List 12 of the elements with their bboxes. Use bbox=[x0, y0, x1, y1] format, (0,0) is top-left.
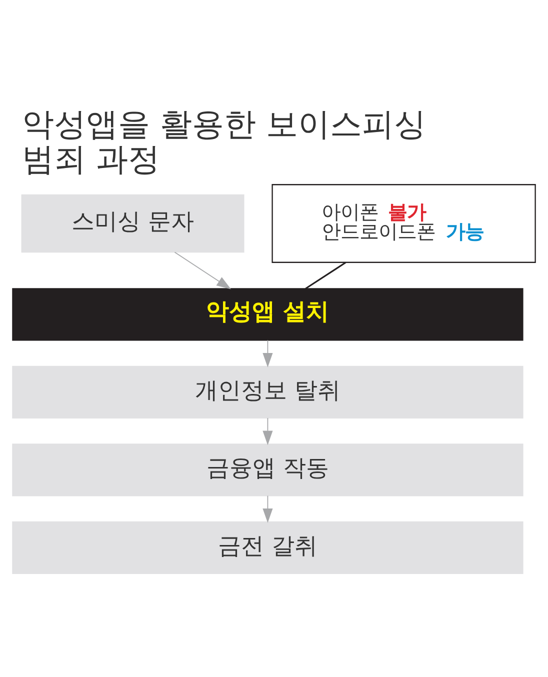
diagram-title: 악성앱을 활용한 보이스피싱 범죄 과정 bbox=[22, 104, 426, 178]
node-box: 금융앱 작동 bbox=[12, 443, 524, 496]
arrow bbox=[262, 494, 273, 522]
node-box: 스미싱 문자 bbox=[21, 194, 244, 252]
node-box: 악성앱 설치 bbox=[12, 288, 524, 340]
arrow bbox=[262, 339, 273, 367]
node-box: 금전 갈취 bbox=[12, 520, 524, 574]
node-box: 개인정보 탈취 bbox=[12, 365, 524, 418]
connector bbox=[305, 261, 346, 289]
arrow bbox=[174, 251, 232, 289]
arrow bbox=[262, 417, 273, 445]
node-box: 아이폰 불가 안드로이드폰 가능 bbox=[272, 184, 536, 262]
